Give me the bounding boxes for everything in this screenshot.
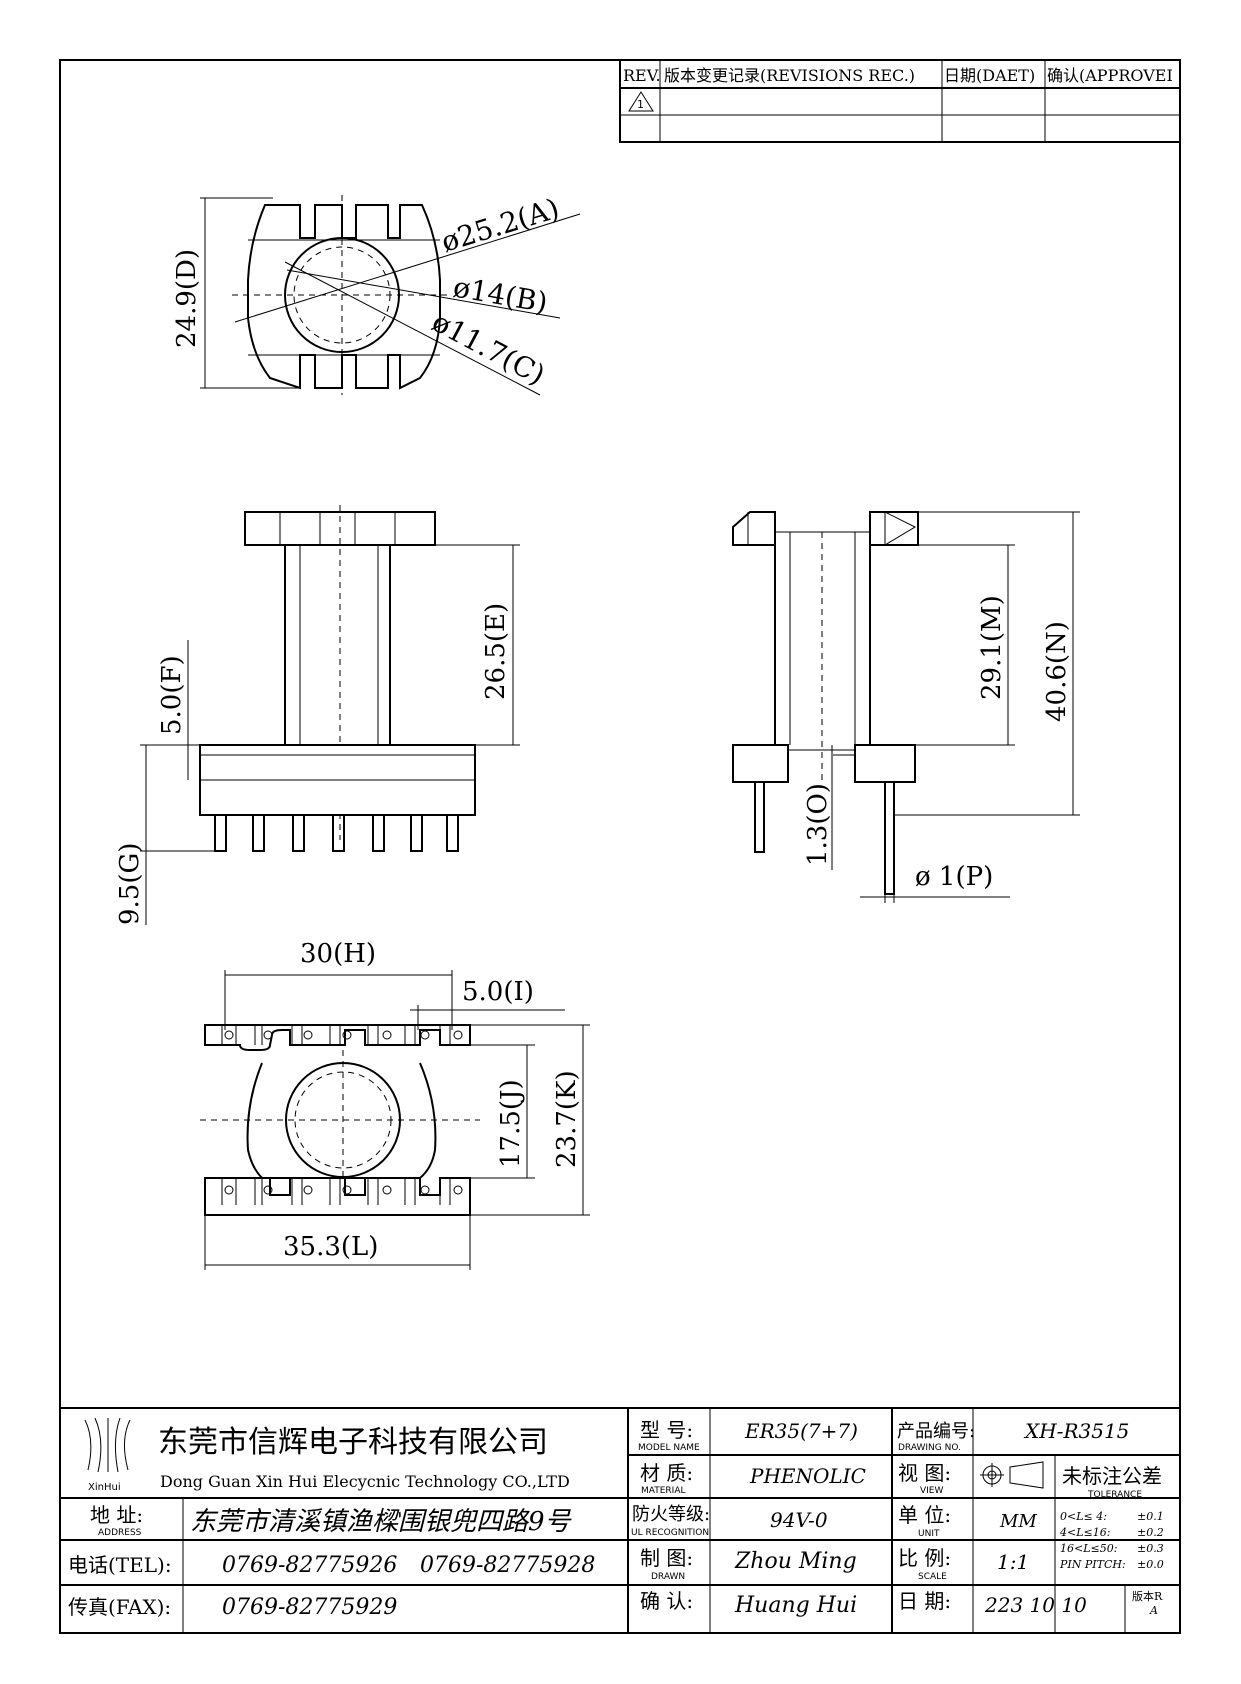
logo-text: XinHui [88, 1482, 121, 1493]
fire-rating-label: 防火等级: [632, 1504, 710, 1525]
fax-value: 0769-82775929 [222, 1595, 397, 1620]
title-block: XinHui 东莞市信辉电子科技有限公司 Dong Guan Xin Hui E… [60, 1407, 1180, 1633]
model-label-en: MODEL NAME [638, 1443, 700, 1453]
dim-o-label: 1.3(O) [803, 783, 833, 866]
tel-value-1: 0769-82775926 [222, 1553, 397, 1578]
dim-n-label: 40.6(N) [1042, 621, 1072, 722]
unit-label: 单 位: [898, 1503, 951, 1527]
company-name-en: Dong Guan Xin Hui Elecycnic Technology C… [160, 1472, 570, 1491]
projection-symbol-icon [980, 1461, 1044, 1489]
revisions-header: 版本变更记录(REVISIONS REC.) [664, 66, 915, 85]
date-header: 日期(DAET) [944, 66, 1035, 85]
drawn-label-en: DRAWN [651, 1572, 685, 1582]
tolerance-value-4: ±0.0 [1137, 1558, 1164, 1571]
tolerance-value-1: ±0.1 [1137, 1510, 1164, 1523]
dim-c-label: ø11.7(C) [427, 305, 551, 392]
material-label-en: MATERIAL [641, 1486, 686, 1496]
confirm-value: Huang Hui [734, 1593, 857, 1618]
dim-i-label: 5.0(I) [462, 977, 534, 1007]
dim-k-label: 23.7(K) [552, 1070, 582, 1168]
tolerance-title: 未标注公差 [1062, 1464, 1162, 1488]
drawing-no-label: 产品编号: [897, 1421, 975, 1442]
version-label: 版本R [1132, 1589, 1163, 1603]
tolerance-range-3: 16<L≤50: [1060, 1542, 1117, 1555]
bottom-view: 30(H) 5.0(I) 17.5(J) 23.7(K) 35.3(L) [200, 939, 590, 1270]
tolerance-value-3: ±0.3 [1137, 1542, 1164, 1555]
scale-value: 1:1 [997, 1550, 1029, 1574]
dim-e-label: 26.5(E) [481, 603, 511, 700]
fire-rating-value: 94V-0 [770, 1508, 828, 1532]
unit-value: MM [999, 1511, 1037, 1532]
drawing-no-label-en: DRAWING NO. [898, 1443, 961, 1453]
fire-rating-label-en: UL RECOGNITION [631, 1528, 709, 1538]
company-name-cn: 东莞市信辉电子科技有限公司 [158, 1425, 548, 1460]
revision-table: REV. 版本变更记录(REVISIONS REC.) 日期(DAET) 确认(… [619, 59, 1181, 143]
drawing-no-value: XH-R3515 [1023, 1419, 1129, 1443]
material-label: 材 质: [640, 1461, 693, 1485]
dim-b-label: ø14(B) [451, 270, 550, 319]
dim-a-label: ø25.2(A) [437, 192, 563, 259]
tolerance-range-1: 0<L≤ 4: [1060, 1510, 1107, 1523]
top-view: 24.9(D) ø25.2(A) ø14(B) ø11.7(C) [172, 192, 581, 396]
dim-p-label: ø 1(P) [915, 862, 993, 892]
dim-l-label: 35.3(L) [283, 1232, 378, 1262]
tel-label: 电话(TEL): [68, 1553, 172, 1577]
tolerance-value-2: ±0.2 [1137, 1526, 1164, 1539]
address-label: 地 址: [90, 1503, 143, 1527]
tolerance-range-4: PIN PITCH: [1059, 1558, 1126, 1571]
drawn-label: 制 图: [640, 1546, 693, 1570]
fax-label: 传真(FAX): [68, 1595, 171, 1619]
rev-header: REV. [623, 66, 661, 85]
side-view: 29.1(M) 40.6(N) 1.3(O) ø 1(P) [732, 511, 1080, 903]
date-label: 日 期: [898, 1589, 951, 1613]
confirm-label: 确 认: [640, 1589, 693, 1613]
revision-number: 1 [637, 98, 644, 111]
drawn-value: Zhou Ming [734, 1549, 857, 1574]
model-label: 型 号: [640, 1418, 693, 1442]
date-value: 223 10 10 [984, 1593, 1087, 1617]
version-value: A [1149, 1604, 1158, 1617]
dim-m-label: 29.1(M) [977, 595, 1007, 700]
dim-g-label: 9.5(G) [115, 843, 145, 925]
unit-label-en: UNIT [918, 1529, 940, 1539]
approve-header: 确认(APPROVEI [1047, 66, 1173, 85]
tel-value-2: 0769-82775928 [420, 1553, 595, 1578]
tolerance-title-en: TOLERANCE [1087, 1490, 1142, 1500]
side-pin-right [884, 781, 895, 895]
dim-d-label: 24.9(D) [172, 249, 202, 348]
dim-f-label: 5.0(F) [157, 655, 187, 735]
view-label-en: VIEW [920, 1486, 943, 1496]
dim-h-label: 30(H) [300, 939, 376, 969]
view-label: 视 图: [898, 1461, 951, 1485]
front-view: 26.5(E) 5.0(F) 9.5(G) [115, 505, 520, 925]
dim-j-label: 17.5(J) [496, 1079, 526, 1168]
front-pins [214, 814, 459, 852]
drawing-border [59, 59, 1181, 1634]
scale-label: 比 例: [898, 1546, 951, 1570]
company-logo: XinHui [84, 1417, 131, 1493]
tolerance-range-2: 4<L≤16: [1059, 1526, 1110, 1539]
address-value: 东莞市清溪镇渔樑围银兜四路9号 [190, 1507, 573, 1537]
material-value: PHENOLIC [749, 1464, 866, 1488]
scale-label-en: SCALE [918, 1572, 947, 1582]
side-pin-left [754, 781, 765, 853]
revision-triangle-icon [628, 91, 654, 112]
address-label-en: ADDRESS [98, 1528, 142, 1538]
model-value: ER35(7+7) [744, 1419, 858, 1443]
